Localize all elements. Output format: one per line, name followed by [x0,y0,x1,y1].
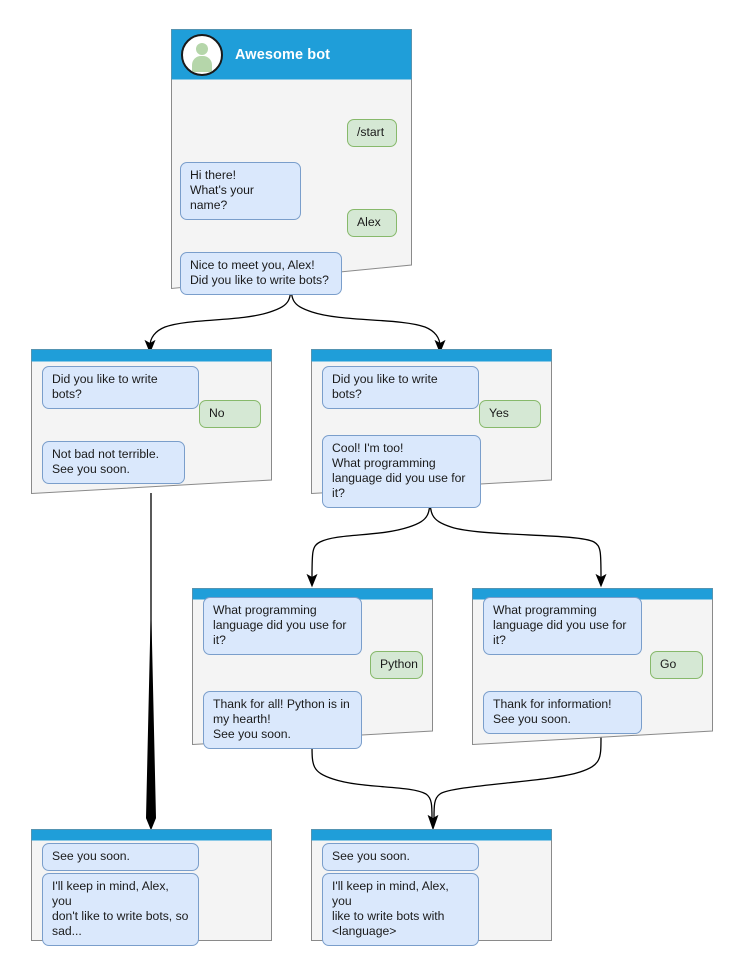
avatar-head [196,42,208,55]
edge-python-to-end [311,743,433,819]
node-start-body: Awesome bot /start Hi there! What's your… [171,29,412,295]
node-lang-python-body: What programming language did you use fo… [192,588,433,749]
node-start-chat: /start Hi there! What's your name? Alex … [171,80,412,295]
edge-merge-to-end-arrowhead [427,814,439,831]
message-bubble-bot: I'll keep in mind, Alex, you like to wri… [322,873,479,946]
node-start-title: Awesome bot [235,46,331,63]
node-answer-yes-body: Did you like to write bots? Yes Cool! I'… [311,349,552,508]
message-bubble-bot: Hi there! What's your name? [180,162,301,220]
node-start-titlebar: Awesome bot [171,29,412,80]
message-bubble-bot: Cool! I'm too! What programming language… [322,435,481,508]
node-lang-python-chat: What programming language did you use fo… [192,597,433,749]
node-lang-python[interactable]: What programming language did you use fo… [192,588,433,749]
message-bubble-bot: Did you like to write bots? [322,366,479,409]
message-bubble-bot: Did you like to write bots? [42,366,199,409]
message-bubble-bot: What programming language did you use fo… [483,597,642,655]
person-avatar-icon [181,33,223,76]
node-end-yes-body: See you soon. I'll keep in mind, Alex, y… [311,829,552,946]
avatar-torso [192,55,212,72]
message-bubble-bot: See you soon. [322,843,479,871]
node-answer-no-chat: Did you like to write bots? No Not bad n… [31,361,272,494]
message-bubble-bot: Thank for information! See you soon. [483,691,642,734]
node-answer-no[interactable]: Did you like to write bots? No Not bad n… [31,349,272,494]
node-start[interactable]: Awesome bot /start Hi there! What's your… [171,29,412,295]
node-end-no-body: See you soon. I'll keep in mind, Alex, y… [31,829,272,946]
message-bubble-user: Go [650,651,703,679]
node-answer-yes-chat: Did you like to write bots? Yes Cool! I'… [311,361,552,508]
node-end-no[interactable]: See you soon. I'll keep in mind, Alex, y… [31,829,272,946]
message-bubble-user: Yes [479,400,541,428]
node-answer-no-body: Did you like to write bots? No Not bad n… [31,349,272,494]
message-bubble-bot: I'll keep in mind, Alex, you don't like … [42,873,199,946]
message-bubble-bot: Not bad not terrible. See you soon. [42,441,185,484]
message-bubble-bot: See you soon. [42,843,199,871]
message-bubble-user: Alex [347,209,397,237]
node-lang-go[interactable]: What programming language did you use fo… [472,588,713,745]
node-end-yes-chat: See you soon. I'll keep in mind, Alex, y… [311,840,552,946]
node-lang-go-body: What programming language did you use fo… [472,588,713,745]
node-end-yes[interactable]: See you soon. I'll keep in mind, Alex, y… [311,829,552,946]
message-bubble-user: Python [370,651,423,679]
node-lang-go-chat: What programming language did you use fo… [472,597,713,745]
message-bubble-bot: What programming language did you use fo… [203,597,362,655]
message-bubble-user: /start [347,119,397,147]
message-bubble-user: No [199,400,261,428]
edge-no-to-end-arrowhead [145,620,157,831]
edge-yes-to-go-arrowhead [595,573,607,588]
edge-go-to-end [433,736,602,819]
node-answer-yes[interactable]: Did you like to write bots? Yes Cool! I'… [311,349,552,508]
message-bubble-bot: Nice to meet you, Alex! Did you like to … [180,252,342,295]
edge-yes-to-python-arrowhead [306,573,318,588]
message-bubble-bot: Thank for all! Python is in my hearth! S… [203,691,362,749]
node-end-no-chat: See you soon. I'll keep in mind, Alex, y… [31,840,272,946]
